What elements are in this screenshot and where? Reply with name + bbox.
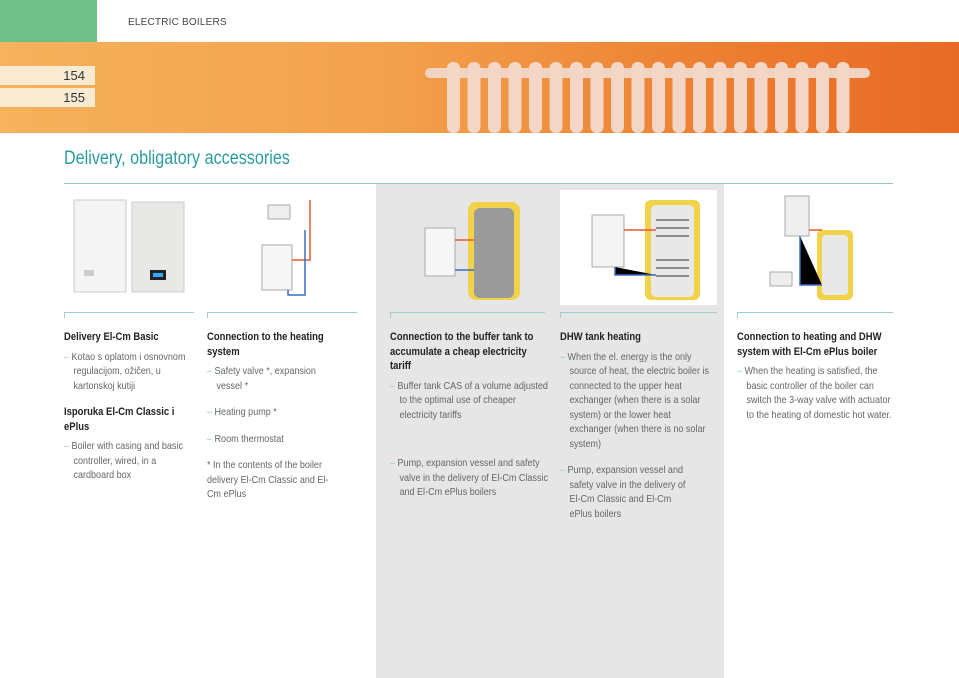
column-buffer-tank: Connection to the buffer tank to accumul…: [390, 330, 549, 508]
page-title: Delivery, obligatory accessories: [64, 148, 290, 169]
radiator-fin: [590, 62, 604, 133]
column-heating-dhw: Connection to heating and DHW system wit…: [737, 330, 892, 430]
heading: DHW tank heating: [560, 331, 641, 343]
list-item: When the heating is satisfied, the basic…: [737, 364, 892, 422]
heating-system-diagram: [240, 190, 330, 305]
page-number-left: 154: [0, 66, 95, 85]
heading: Connection to heating and DHW system wit…: [737, 331, 882, 358]
list-item: When the el. energy is the only source o…: [560, 350, 715, 452]
radiator-fin: [467, 62, 481, 133]
heading: Connection to the heating system: [207, 331, 324, 358]
radiator-image: [425, 62, 870, 133]
radiator-fin: [754, 62, 768, 133]
column-divider: [390, 312, 545, 318]
radiator-fin: [570, 62, 583, 133]
list-item: Pump, expansion vessel and safety valve …: [390, 456, 549, 500]
heating-dhw-system-diagram: [765, 190, 865, 305]
list-item: Pump, expansion vessel and safety valve …: [560, 463, 690, 521]
radiator-fin: [652, 62, 665, 133]
title-divider: [64, 183, 893, 184]
heading: Connection to the buffer tank to accumul…: [390, 331, 534, 372]
list-item: Room thermostat: [207, 432, 336, 447]
heading: Delivery El-Cm Basic: [64, 331, 159, 343]
list-item: Boiler with casing and basic controller,…: [64, 439, 193, 483]
column-divider: [737, 312, 893, 318]
heading: Isporuka El-Cm Classic i ePlus: [64, 406, 175, 433]
list-item: Buffer tank CAS of a volume adjusted to …: [390, 379, 549, 423]
radiator-fin: [693, 62, 706, 133]
radiator-fin: [713, 62, 727, 133]
column-delivery: Delivery El-Cm Basic Kotao s oplatom i o…: [64, 330, 193, 491]
radiator-fin: [529, 62, 542, 133]
list-item: Heating pump *: [207, 405, 336, 420]
boiler-units-image: [64, 190, 194, 305]
radiator-fin: [488, 62, 501, 133]
buffer-tank-diagram: [424, 202, 520, 300]
list-item: Kotao s oplatom i osnovnom regulacijom, …: [64, 350, 193, 394]
column-heating-connection: Connection to the heating system Safety …: [207, 330, 336, 510]
radiator-fin: [508, 62, 522, 133]
radiator-fin: [672, 62, 686, 133]
section-color-tab: [0, 0, 97, 42]
column-divider: [64, 312, 194, 318]
radiator-fin: [549, 62, 563, 133]
radiator-fin: [447, 62, 460, 133]
radiator-fin: [631, 62, 645, 133]
column-dhw-tank: DHW tank heating When the el. energy is …: [560, 330, 715, 529]
radiator-fin: [836, 62, 850, 133]
dhw-tank-diagram: [560, 190, 717, 305]
column-divider: [207, 312, 357, 318]
radiator-fin: [816, 62, 829, 133]
radiator-fin: [795, 62, 809, 133]
radiator-fin: [611, 62, 624, 133]
list-item: Safety valve *, expansion vessel *: [207, 364, 336, 393]
page-number-right: 155: [0, 88, 95, 107]
column-divider: [560, 312, 717, 318]
radiator-fin: [734, 62, 747, 133]
footnote: * In the contents of the boiler delivery…: [207, 459, 329, 500]
radiator-fin: [775, 62, 788, 133]
section-label: ELECTRIC BOILERS: [128, 17, 227, 28]
